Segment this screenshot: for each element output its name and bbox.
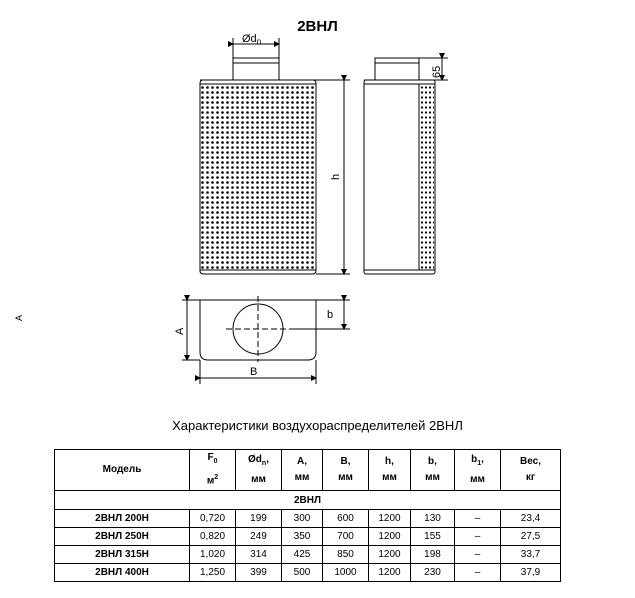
cell-b1: – — [454, 527, 501, 546]
cell-f0: 0,820 — [189, 527, 236, 546]
header-b1: b1, мм — [454, 449, 501, 491]
page-title: 2ВНЛ — [297, 18, 338, 35]
cell-model: 2ВНЛ 250Н — [54, 527, 190, 546]
side-mark: A — [14, 314, 25, 322]
cell-model: 2ВНЛ 400Н — [54, 563, 190, 582]
dim-65-label: 65 — [431, 66, 443, 78]
cell-weight: 27,5 — [500, 527, 561, 546]
cell-b: 130 — [410, 509, 455, 528]
table-row: 2ВНЛ 250Н 0,820 249 350 700 1200 155 – 2… — [54, 527, 561, 546]
header-a: A, мм — [281, 449, 323, 491]
dim-a-label: A — [174, 327, 186, 335]
cell-b1: – — [454, 545, 501, 564]
cell-a: 350 — [281, 527, 323, 546]
cell-weight: 37,9 — [500, 563, 561, 582]
cell-b1: – — [454, 563, 501, 582]
cell-dn: 249 — [235, 527, 282, 546]
header-b-big: B, мм — [322, 449, 369, 491]
cell-b1: – — [454, 509, 501, 528]
cell-f0: 1,020 — [189, 545, 236, 564]
dim-dn-label: Ødn — [242, 33, 261, 46]
table-group-row: 2ВНЛ — [54, 490, 561, 510]
cell-weight: 33,7 — [500, 545, 561, 564]
cell-b-big: 1000 — [322, 563, 369, 582]
dim-h-label: h — [330, 174, 342, 180]
cell-a: 425 — [281, 545, 323, 564]
table-row: 2ВНЛ 400Н 1,250 399 500 1000 1200 230 – … — [54, 563, 561, 582]
header-weight: Вес, кг — [500, 449, 561, 491]
cell-h: 1200 — [368, 545, 411, 564]
group-label: 2ВНЛ — [54, 490, 561, 510]
header-model: Модель — [54, 449, 190, 491]
cell-dn: 199 — [235, 509, 282, 528]
dim-b-big-label: B — [250, 366, 257, 378]
cell-model: 2ВНЛ 200Н — [54, 509, 190, 528]
cell-f0: 1,250 — [189, 563, 236, 582]
cell-b: 198 — [410, 545, 455, 564]
cell-dn: 399 — [235, 563, 282, 582]
spec-table: Модель F0 м2 Ødn, мм A, мм B, мм h, мм — [54, 449, 561, 582]
cell-b-big: 600 — [322, 509, 369, 528]
header-f0: F0 м2 — [189, 449, 236, 491]
cell-a: 300 — [281, 509, 323, 528]
cell-b: 230 — [410, 563, 455, 582]
top-view — [182, 295, 350, 384]
table-caption: Характеристики воздухораспределителей 2В… — [172, 418, 463, 433]
table-header-row: Модель F0 м2 Ødn, мм A, мм B, мм h, мм — [54, 449, 561, 491]
cell-h: 1200 — [368, 527, 411, 546]
dim-b-label: b — [327, 309, 333, 321]
side-view — [363, 53, 448, 275]
header-h: h, мм — [368, 449, 411, 491]
cell-dn: 314 — [235, 545, 282, 564]
cell-f0: 0,720 — [189, 509, 236, 528]
header-dn: Ødn, мм — [235, 449, 282, 491]
cell-model: 2ВНЛ 315Н — [54, 545, 190, 564]
header-b: b, мм — [410, 449, 455, 491]
table-row: 2ВНЛ 200Н 0,720 199 300 600 1200 130 – 2… — [54, 509, 561, 528]
cell-h: 1200 — [368, 509, 411, 528]
technical-drawing: Ødn h 65 A b B — [174, 33, 448, 384]
cell-a: 500 — [281, 563, 323, 582]
cell-b-big: 850 — [322, 545, 369, 564]
cell-h: 1200 — [368, 563, 411, 582]
cell-b: 155 — [410, 527, 455, 546]
front-view — [199, 38, 350, 275]
cell-weight: 23,4 — [500, 509, 561, 528]
table-row: 2ВНЛ 315Н 1,020 314 425 850 1200 198 – 3… — [54, 545, 561, 564]
cell-b-big: 700 — [322, 527, 369, 546]
